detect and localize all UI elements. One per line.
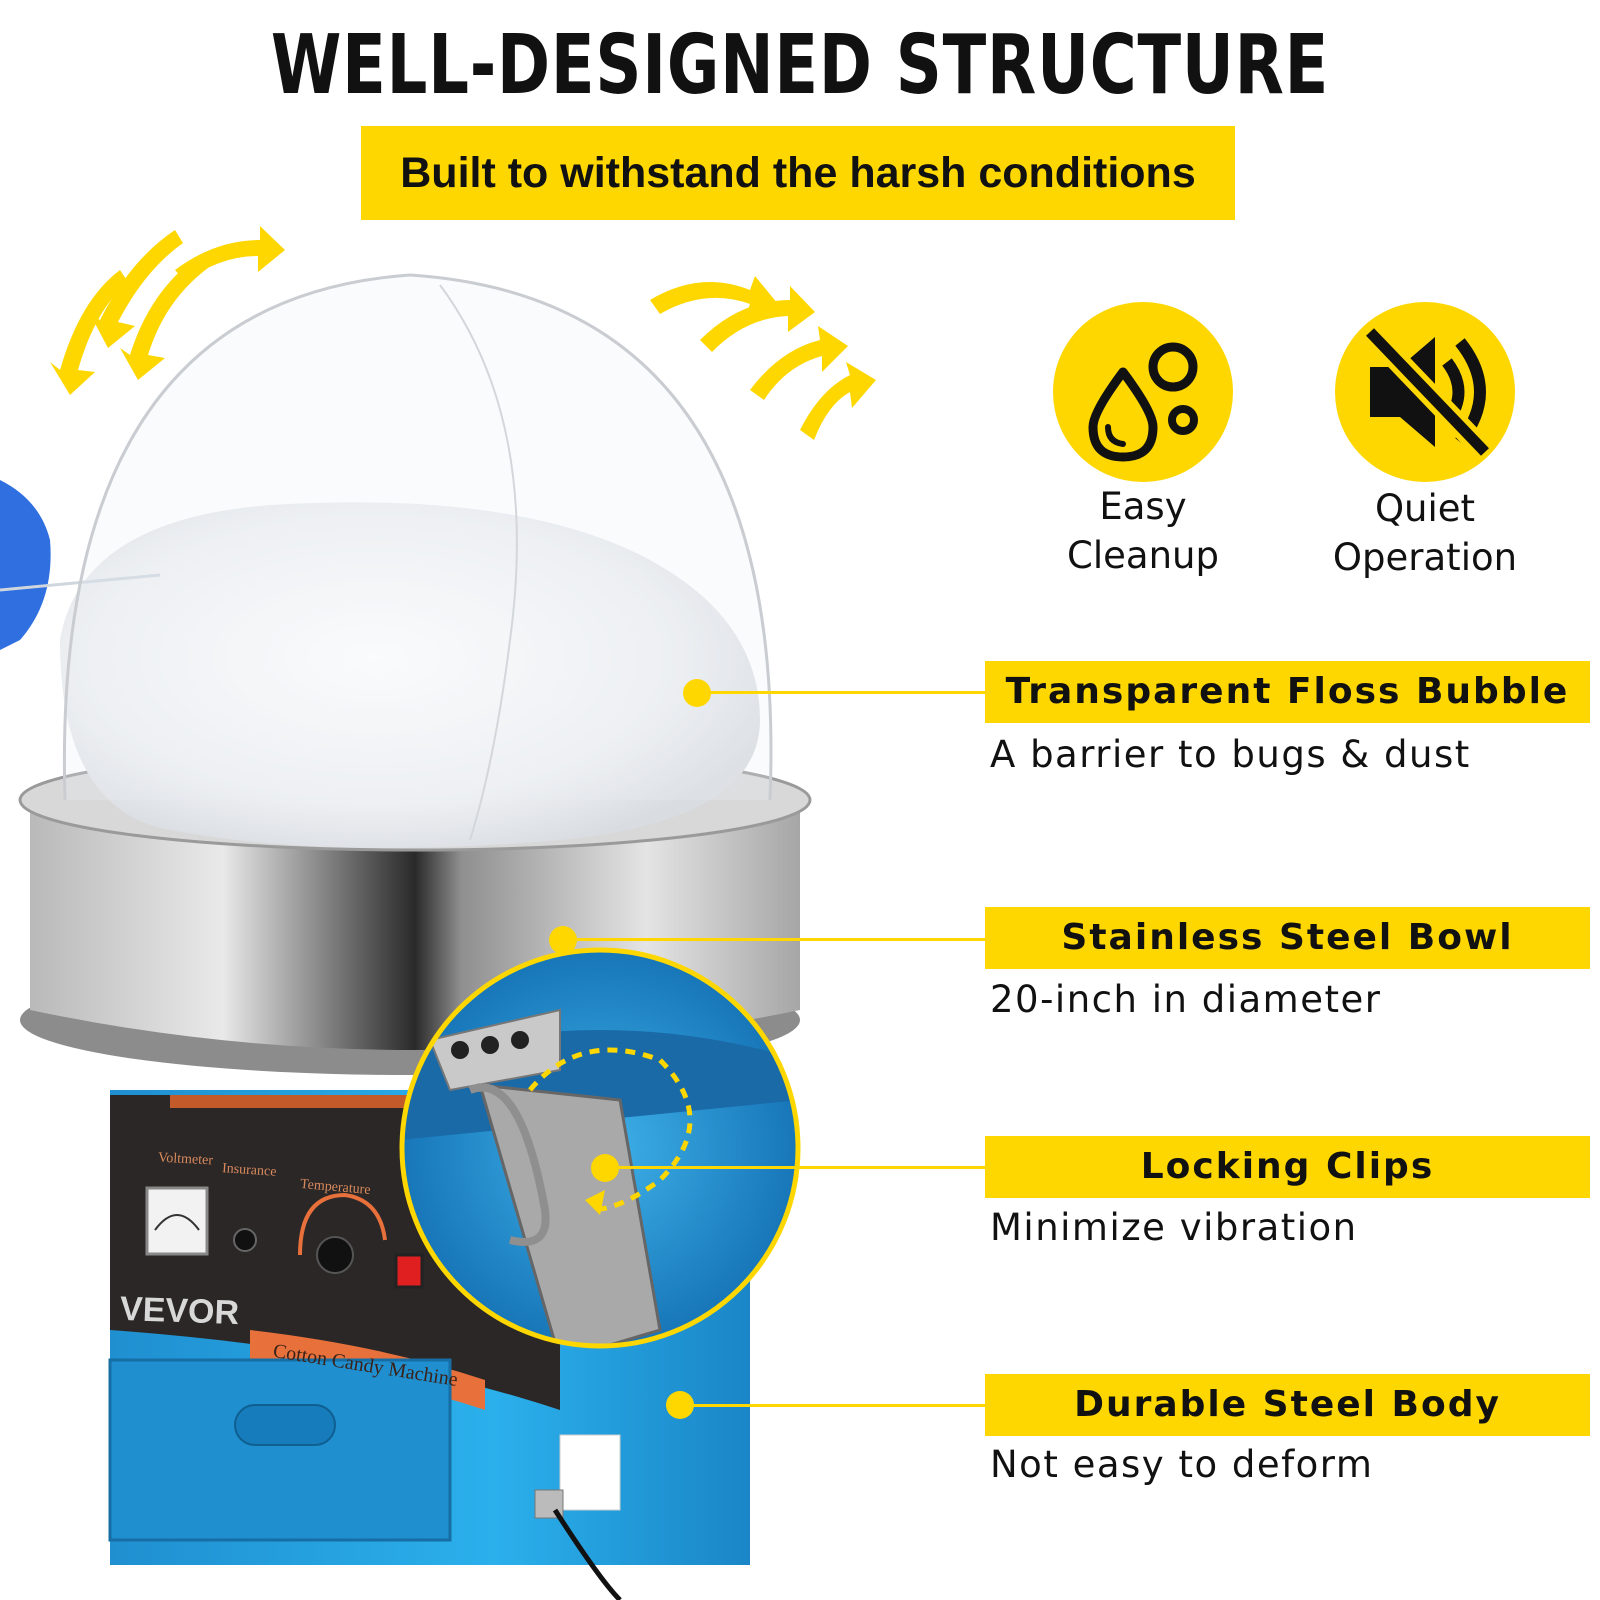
feature-title-bubble: Transparent Floss Bubble <box>1005 671 1570 712</box>
leader-line-clips <box>605 1166 985 1169</box>
cotton-candy-floss <box>60 502 760 848</box>
leader-line-bowl <box>565 938 985 941</box>
callout-dot-bubble <box>683 679 711 707</box>
floss-bubble <box>62 273 773 801</box>
cotton-candy-machine-illustration <box>0 226 876 1600</box>
feature-desc-body: Not easy to deform <box>990 1443 1374 1486</box>
arrows-right-icon <box>650 276 876 440</box>
voltmeter <box>145 1186 209 1256</box>
drawer <box>108 1358 452 1542</box>
feature-desc-bubble: A barrier to bugs & dust <box>990 733 1471 776</box>
insurance-fuse <box>233 1228 257 1252</box>
water-drops-icon <box>1088 342 1198 462</box>
subtitle-banner <box>361 126 1235 220</box>
feature-desc-clips: Minimize vibration <box>990 1206 1358 1249</box>
subtitle-text: Built to withstand the harsh conditions <box>400 149 1196 197</box>
arrows-left-icon <box>50 226 285 395</box>
feature-title-body: Durable Steel Body <box>1074 1384 1501 1425</box>
feature-title-bowl: Stainless Steel Bowl <box>1061 917 1514 958</box>
callout-dot-body <box>666 1391 694 1419</box>
feature-banner-clips <box>985 1136 1590 1198</box>
muted-speaker-icon <box>1362 324 1493 460</box>
callout-dot-bowl <box>549 926 577 954</box>
easy-cleanup-badge <box>1053 302 1233 482</box>
temperature-knob <box>316 1236 354 1274</box>
feature-banner-body <box>985 1374 1590 1436</box>
leader-line-bubble <box>695 691 985 694</box>
easy-cleanup-label: Easy Cleanup <box>1067 485 1219 577</box>
power-switch <box>394 1253 424 1289</box>
quiet-operation-badge <box>1335 302 1515 482</box>
feature-desc-bowl: 20-inch in diameter <box>990 978 1382 1021</box>
quiet-operation-label: Quiet Operation <box>1332 487 1518 579</box>
voltmeter-label: Voltmeter <box>157 1150 214 1169</box>
clip-latch <box>477 1083 662 1346</box>
feature-banner-bowl <box>985 907 1590 969</box>
glove <box>0 480 51 650</box>
brand-logo: VEVOR <box>119 1289 240 1333</box>
page-title: WELL-DESIGNED STRUCTURE <box>270 18 1330 113</box>
leader-line-body <box>680 1404 985 1407</box>
feature-banner-bubble <box>985 661 1590 723</box>
callout-dot-clips <box>591 1154 619 1182</box>
feature-title-clips: Locking Clips <box>1140 1146 1435 1187</box>
